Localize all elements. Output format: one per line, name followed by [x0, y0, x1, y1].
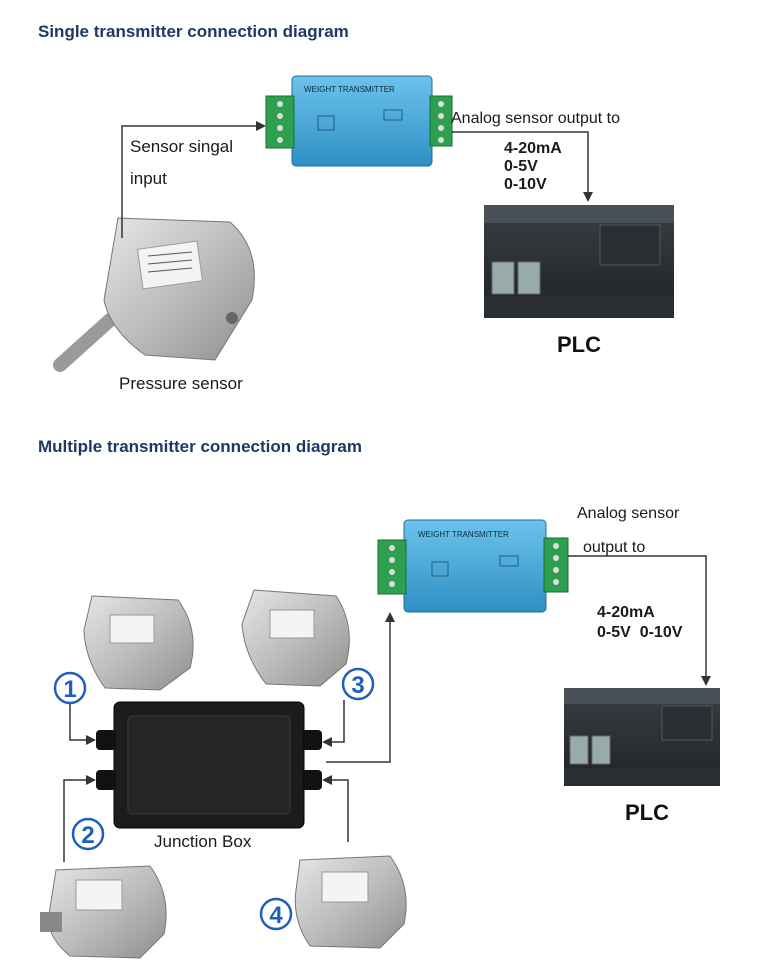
output-label-line2: output to — [583, 539, 645, 557]
junction-box-icon — [96, 702, 322, 828]
transmitter-label: WEIGHT TRANSMITTER — [304, 85, 395, 94]
junction-box-label: Junction Box — [154, 832, 251, 852]
svg-text:3: 3 — [351, 672, 364, 699]
sensor1-arrow — [70, 702, 94, 740]
sensor-number-badge-4: 4 — [261, 899, 291, 929]
section2-title: Multiple transmitter connection diagram — [38, 437, 362, 457]
plc-label: PLC — [557, 332, 601, 358]
output-option-1: 4-20mA — [504, 140, 562, 158]
load-cell-sensor-icon-3 — [242, 590, 349, 686]
output-option-line1: 4-20mA — [597, 604, 655, 622]
plc-module-icon — [484, 205, 674, 318]
transmitter-label-2: WEIGHT TRANSMITTER — [418, 530, 509, 539]
sensor-input-label-line2: input — [130, 169, 167, 189]
svg-text:2: 2 — [81, 822, 94, 849]
svg-text:1: 1 — [63, 676, 76, 703]
load-cell-sensor-icon-2 — [40, 866, 166, 958]
output-option-3: 0-10V — [504, 176, 547, 194]
output-option-2: 0-5V — [504, 158, 538, 176]
output-label-line1: Analog sensor — [577, 505, 679, 523]
sensor3-arrow — [324, 700, 344, 742]
load-cell-sensor-icon-4 — [295, 856, 406, 948]
output-option-line2: 0-5V 0-10V — [597, 624, 682, 642]
sensor-number-badge-2: 2 — [73, 819, 103, 849]
output-label: Analog sensor output to — [451, 110, 620, 128]
plc-module-icon-2 — [564, 688, 720, 786]
svg-text:4: 4 — [269, 902, 283, 929]
sensor-number-badge-3: 3 — [343, 669, 373, 699]
plc-label-2: PLC — [625, 800, 669, 826]
sensor-number-badge-1: 1 — [55, 673, 85, 703]
load-cell-sensor-icon-1 — [84, 596, 193, 690]
sensor4-arrow — [324, 780, 348, 842]
sensor-input-label-line1: Sensor singal — [130, 137, 233, 157]
load-cell-sensor-icon — [60, 218, 254, 365]
pressure-sensor-label: Pressure sensor — [119, 374, 243, 394]
